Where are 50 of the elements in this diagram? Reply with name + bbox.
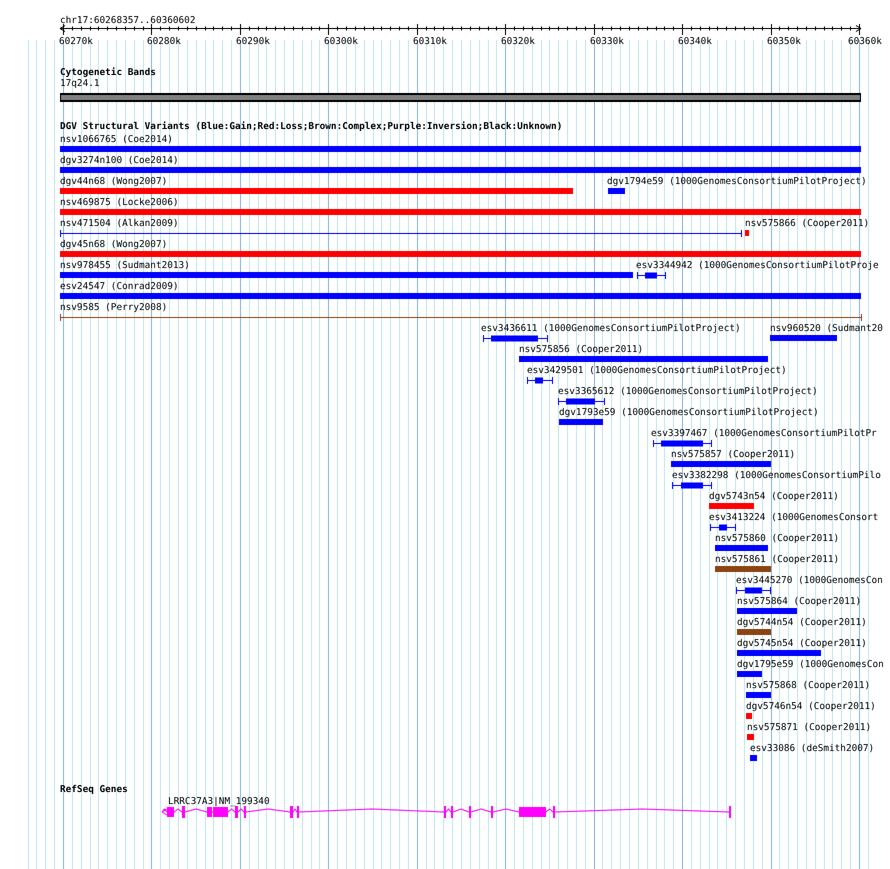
- tick-label: 60330k: [590, 36, 624, 48]
- variant-label: nsv575861 (Cooper2011): [715, 554, 840, 566]
- coordinate-label: chr17:60268357..60360602: [60, 15, 196, 27]
- variant-label: nsv575868 (Cooper2011): [746, 680, 870, 692]
- variant-label: nsv575866 (Cooper2011): [745, 218, 870, 230]
- track-title: DGV Structural Variants (Blue:Gain;Red:Loss;Brown:Complex;Purple:Inversion;Black:Unknown): [60, 121, 562, 133]
- tick-label: 60280k: [147, 36, 181, 48]
- variant-label: dgv1795e59 (1000GenomesCon: [737, 659, 884, 671]
- variant-label: dgv3274n100 (Coe2014): [60, 155, 179, 167]
- variant-label: esv3413224 (1000GenomesConsort: [709, 512, 878, 524]
- variant-label: dgv5745n54 (Cooper2011): [737, 638, 867, 650]
- variant-label: dgv1793e59 (1000GenomesConsortiumPilotProject): [559, 407, 819, 419]
- variant-label: dgv5743n54 (Cooper2011): [709, 491, 839, 503]
- variant-label: nsv575860 (Cooper2011): [715, 533, 840, 545]
- variant-label: dgv5746n54 (Cooper2011): [746, 701, 876, 713]
- variant-label: esv3382298 (1000GenomesConsortiumPilo: [672, 470, 881, 482]
- tick-label: 60320k: [501, 36, 535, 48]
- tick-label: 60350k: [767, 36, 801, 48]
- variant-label: dgv1794e59 (1000GenomesConsortiumPilotProject): [607, 176, 867, 188]
- variant-label: nsv978455 (Sudmant2013): [60, 260, 190, 272]
- tick-label: 60340k: [678, 36, 712, 48]
- variant-label: dgv45n68 (Wong2007): [60, 239, 168, 251]
- variant-label: nsv1066765 (Coe2014): [60, 134, 173, 146]
- gene-label: LRRC37A3|NM_199340: [168, 796, 270, 808]
- tick-label: 60270k: [59, 36, 93, 48]
- variant-label: nsv471504 (Alkan2009): [60, 218, 179, 230]
- variant-label: esv3397467 (1000GenomesConsortiumPilotPr: [651, 428, 877, 440]
- variant-label: esv3436611 (1000GenomesConsortiumPilotProject): [481, 323, 741, 335]
- tick-label: 60300k: [324, 36, 358, 48]
- variant-label: nsv960520 (Sudmant20: [770, 323, 883, 335]
- variant-label: esv3344942 (1000GenomesConsortiumPilotProje: [636, 260, 879, 272]
- variant-label: esv3365612 (1000GenomesConsortiumPilotProject): [558, 386, 818, 398]
- variant-label: nsv9585 (Perry2008): [60, 302, 168, 314]
- tick-label: 60310k: [413, 36, 447, 48]
- variant-label: nsv575856 (Cooper2011): [519, 344, 644, 356]
- track-title: Cytogenetic Bands: [60, 67, 156, 79]
- variant-label: esv33086 (deSmith2007): [750, 743, 874, 755]
- variant-label: dgv5744n54 (Cooper2011): [737, 617, 867, 629]
- variant-label: nsv575864 (Cooper2011): [737, 596, 862, 608]
- variant-label: nsv575857 (Cooper2011): [671, 449, 796, 461]
- band-label: 17q24.1: [60, 78, 100, 90]
- variant-label: dgv44n68 (Wong2007): [60, 176, 168, 188]
- variant-label: nsv575871 (Cooper2011): [747, 722, 872, 734]
- variant-label: esv3445270 (1000GenomesCon: [736, 575, 883, 587]
- variant-label: esv3429501 (1000GenomesConsortiumPilotProject): [527, 365, 787, 377]
- tick-label: 60360k: [848, 36, 882, 48]
- track-title: RefSeq Genes: [60, 784, 128, 796]
- tick-label: 60290k: [236, 36, 270, 48]
- variant-label: nsv469875 (Locke2006): [60, 197, 179, 209]
- variant-label: esv24547 (Conrad2009): [60, 281, 179, 293]
